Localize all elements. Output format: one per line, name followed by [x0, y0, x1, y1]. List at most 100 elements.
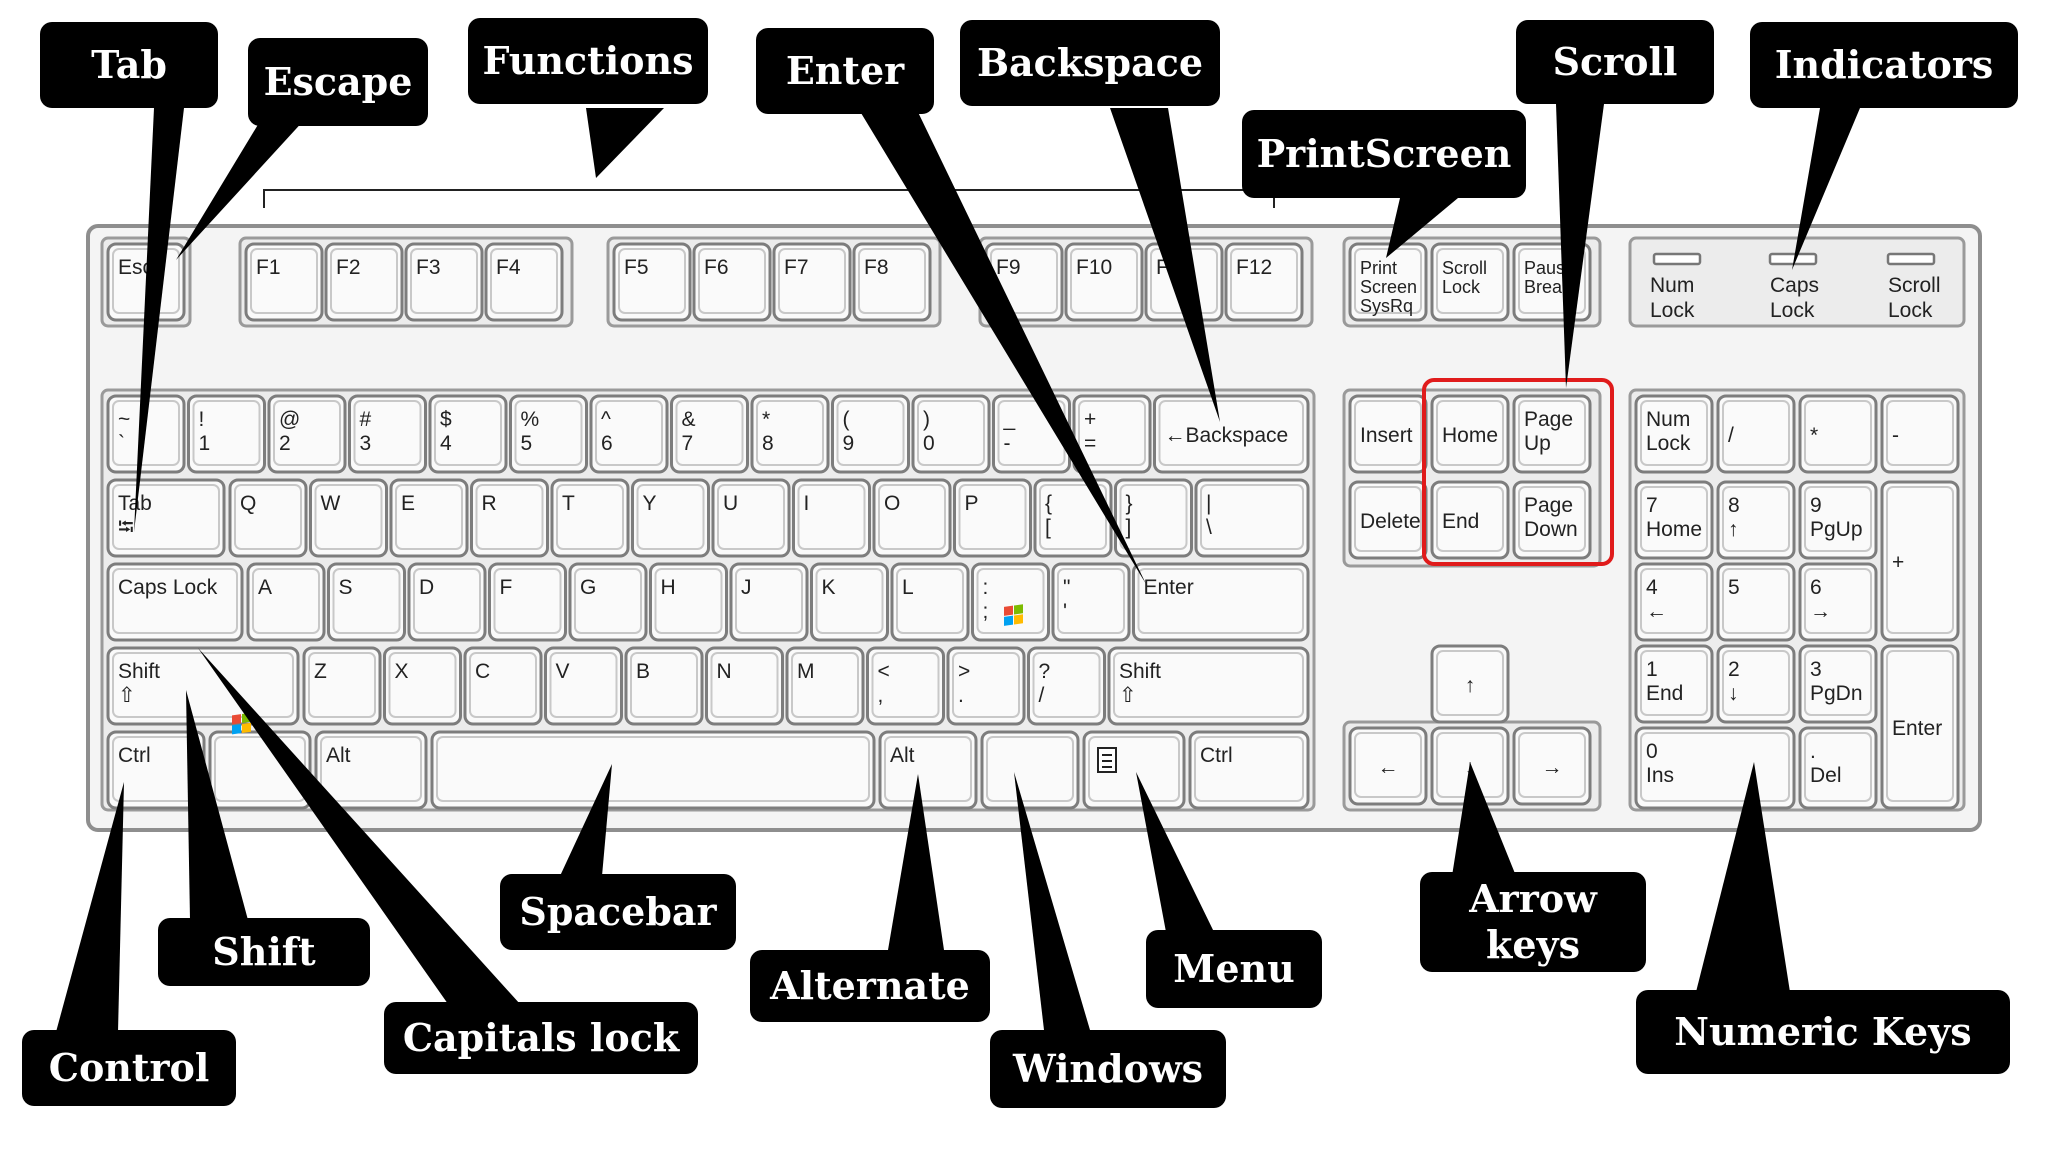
key-number-5[interactable]: %5 — [509, 394, 588, 474]
key-f1[interactable]: F1 — [244, 242, 324, 322]
key-number-5-face[interactable] — [509, 394, 588, 474]
key-arrow-right-face[interactable] — [1512, 726, 1592, 806]
key-f-face[interactable] — [488, 562, 567, 642]
key-home[interactable]: Home — [1430, 394, 1510, 474]
key-numpad-2[interactable]: 2↓ — [1716, 644, 1796, 724]
key-numpad-multiply[interactable]: * — [1798, 394, 1878, 474]
key-f4-face[interactable] — [484, 242, 564, 322]
key-insert[interactable]: Insert — [1348, 394, 1428, 474]
key-w-face[interactable] — [309, 478, 388, 558]
key-g-face[interactable] — [568, 562, 648, 642]
key-arrow-left-face[interactable] — [1348, 726, 1428, 806]
key-bottom-punct-1[interactable]: >. — [946, 646, 1026, 726]
key-p[interactable]: P — [953, 478, 1032, 558]
key-o[interactable]: O — [872, 478, 952, 558]
key-s-face[interactable] — [327, 562, 406, 642]
key-spacebar[interactable] — [430, 730, 876, 810]
key-numpad-enter-face[interactable] — [1880, 644, 1960, 810]
key-numpad-4-face[interactable] — [1634, 562, 1714, 642]
key-number-6[interactable]: ^6 — [589, 394, 669, 474]
key-alt-right-face[interactable] — [878, 730, 978, 810]
key-y[interactable]: Y — [631, 478, 710, 558]
key-r-face[interactable] — [470, 478, 549, 558]
key-number-9-face[interactable] — [831, 394, 910, 474]
key-numpad-decimal[interactable]: .Del — [1798, 726, 1878, 810]
key-l[interactable]: L — [890, 562, 970, 642]
key-x-face[interactable] — [383, 646, 462, 726]
key-arrow-up-face[interactable] — [1430, 644, 1510, 724]
key-bottom-punct-2-face[interactable] — [1027, 646, 1106, 726]
key-n[interactable]: N — [705, 646, 784, 726]
key-w[interactable]: W — [309, 478, 388, 558]
key-numpad-8-face[interactable] — [1716, 480, 1796, 560]
key-bottom-punct-2[interactable]: ?/ — [1027, 646, 1106, 726]
key-numpad-divide[interactable]: / — [1716, 394, 1796, 474]
key-j[interactable]: J — [729, 562, 809, 642]
key-f2[interactable]: F2 — [324, 242, 404, 322]
key-numpad-5-face[interactable] — [1716, 562, 1796, 642]
key-alt-left[interactable]: Alt — [314, 730, 428, 810]
key-e[interactable]: E — [389, 478, 469, 558]
key-z-face[interactable] — [302, 646, 382, 726]
key-numpad-divide-face[interactable] — [1716, 394, 1796, 474]
key-numpad-6-face[interactable] — [1798, 562, 1878, 642]
key-numpad-multiply-face[interactable] — [1798, 394, 1878, 474]
key-shift-right-face[interactable] — [1107, 646, 1310, 726]
key-f12-face[interactable] — [1224, 242, 1304, 322]
key-delete[interactable]: Delete — [1348, 480, 1428, 560]
key-home-face[interactable] — [1430, 394, 1510, 474]
key-h-face[interactable] — [649, 562, 728, 642]
key-q-face[interactable] — [228, 478, 308, 558]
key-f[interactable]: F — [488, 562, 567, 642]
key-number-7-face[interactable] — [670, 394, 749, 474]
key-numpad-minus-face[interactable] — [1880, 394, 1960, 474]
key-backspace-face[interactable] — [1153, 394, 1310, 474]
key-number-2[interactable]: @2 — [267, 394, 347, 474]
key-num-lock-face[interactable] — [1634, 394, 1714, 474]
key-f4[interactable]: F4 — [484, 242, 564, 322]
key-bracket-1[interactable]: }] — [1114, 478, 1193, 558]
key-numpad-2-face[interactable] — [1716, 644, 1796, 724]
key-f12[interactable]: F12 — [1224, 242, 1304, 322]
key-f3-face[interactable] — [404, 242, 484, 322]
key-numpad-3-face[interactable] — [1798, 644, 1878, 724]
key-f8-face[interactable] — [852, 242, 932, 322]
key-shift-right[interactable]: Shift⇧ — [1107, 646, 1310, 726]
key-x[interactable]: X — [383, 646, 462, 726]
key-scroll-lock-face[interactable] — [1430, 242, 1510, 322]
key-alt-left-face[interactable] — [314, 730, 428, 810]
key-bracket-1-face[interactable] — [1114, 478, 1193, 558]
key-arrow-up[interactable]: ↑ — [1430, 644, 1510, 724]
key-s[interactable]: S — [327, 562, 406, 642]
key-c[interactable]: C — [463, 646, 543, 726]
key-windows-right-face[interactable] — [980, 730, 1080, 810]
key-arrow-right[interactable]: → — [1512, 726, 1592, 806]
key-punct-0-face[interactable] — [971, 562, 1050, 642]
key-number-7[interactable]: &7 — [670, 394, 749, 474]
key-page-up-face[interactable] — [1512, 394, 1592, 474]
key-y-face[interactable] — [631, 478, 710, 558]
key-c-face[interactable] — [463, 646, 543, 726]
key-number-3-face[interactable] — [348, 394, 427, 474]
key-j-face[interactable] — [729, 562, 809, 642]
key-number-9[interactable]: (9 — [831, 394, 910, 474]
key-f8[interactable]: F8 — [852, 242, 932, 322]
key-alt-right[interactable]: Alt — [878, 730, 978, 810]
key-numpad-6[interactable]: 6→ — [1798, 562, 1878, 642]
key-number-12-face[interactable] — [1072, 394, 1152, 474]
key-f5[interactable]: F5 — [612, 242, 692, 322]
key-i[interactable]: I — [792, 478, 871, 558]
key-numpad-8[interactable]: 8↑ — [1716, 480, 1796, 560]
key-b[interactable]: B — [624, 646, 704, 726]
key-number-4-face[interactable] — [428, 394, 508, 474]
key-k-face[interactable] — [810, 562, 889, 642]
key-arrow-left[interactable]: ← — [1348, 726, 1428, 806]
key-punct-1[interactable]: "' — [1051, 562, 1131, 642]
key-enter[interactable]: Enter — [1132, 562, 1310, 642]
